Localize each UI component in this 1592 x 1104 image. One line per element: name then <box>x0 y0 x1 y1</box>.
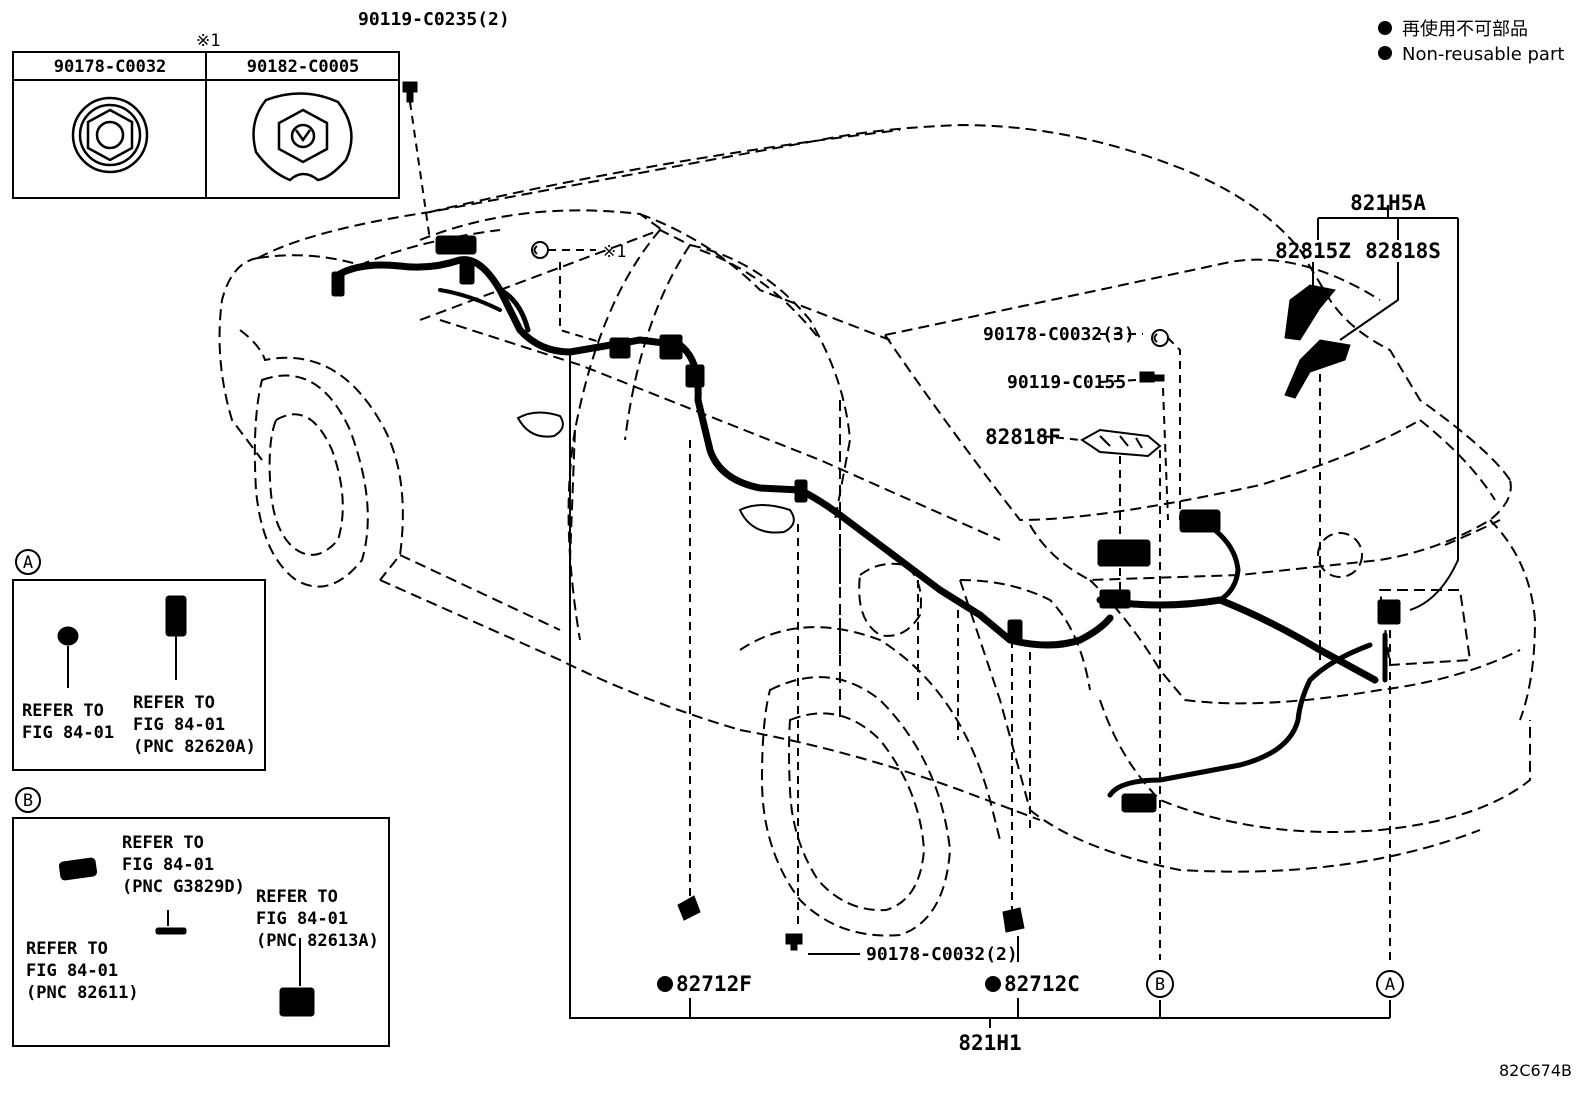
bolt-icons <box>402 81 1165 951</box>
diagram-code: 82C674B <box>1499 1061 1572 1080</box>
inset-a-left-ref-2: FIG 84-01 <box>22 723 114 743</box>
clip-icons <box>531 241 1169 347</box>
inset-b-top-ref-2: FIG 84-01 <box>122 855 214 875</box>
label-82818f: 82818F <box>985 425 1061 449</box>
inset-b-left-ref-2: FIG 84-01 <box>26 961 118 981</box>
inset-b-right-ref-1: REFER TO <box>256 887 338 907</box>
inset-top-marker: ※1 <box>196 31 220 51</box>
inset-b-right-ref-2: FIG 84-01 <box>256 909 348 929</box>
label-82818s: 82818S <box>1365 239 1441 263</box>
legend-dot-icon <box>1378 21 1392 35</box>
inset-b-left-ref-3: (PNC 82611) <box>26 983 139 1003</box>
inset-top-right-part: 90182-C0005 <box>247 57 360 77</box>
label-assembly-main: 821H1 <box>958 1031 1021 1055</box>
inset-b: B REFER TO FIG 84-01 (PNC G3829D) REFER … <box>12 787 390 1047</box>
label-assembly-rear: 821H5A <box>1350 191 1426 215</box>
bracket-82818f-icon <box>1080 428 1162 458</box>
door-handles <box>516 411 795 534</box>
inset-a-right-ref-2: FIG 84-01 <box>133 715 225 735</box>
inset-a-letter: A <box>23 553 33 573</box>
inset-top-left-part: 90178-C0032 <box>54 57 167 77</box>
inset-a-left-ref-1: REFER TO <box>22 701 104 721</box>
inset-b-circle <box>15 787 41 813</box>
label-bolt-top: 90119-C0235(2) <box>358 9 510 30</box>
inset-a-right-ref-3: (PNC 82620A) <box>133 737 256 757</box>
connectors <box>57 235 1401 1017</box>
solid-leaders <box>67 205 1459 1028</box>
label-circle-b: B <box>1155 975 1165 995</box>
inset-a-frame <box>12 579 266 771</box>
leader-lines <box>409 101 1391 960</box>
inset-a-circle <box>15 549 41 575</box>
part-labels: 90119-C0235(2) ※1 821H5A 82815Z 82818S 9… <box>358 9 1572 1080</box>
special-nut-icon <box>252 92 353 182</box>
label-circle-a: A <box>1385 975 1395 995</box>
label-nut-3: 90178-C0032(3) <box>983 324 1135 345</box>
legend-ja: 再使用不可部品 <box>1402 19 1528 40</box>
label-clip-marker: ※1 <box>602 242 626 262</box>
callout-b-circle <box>1146 970 1174 998</box>
label-82712f: 82712F <box>676 972 752 996</box>
inset-a-right-ref-1: REFER TO <box>133 693 215 713</box>
inset-b-top-ref-3: (PNC G3829D) <box>122 877 245 897</box>
nonreusable-dot-icon <box>657 976 673 992</box>
legend-en: Non-reusable part <box>1402 44 1564 65</box>
inset-b-right-ref-3: (PNC 82613A) <box>256 931 379 951</box>
hex-nut-icon <box>71 96 149 174</box>
label-nut-2: 90178-C0032(2) <box>866 944 1018 965</box>
legend: 再使用不可部品 Non-reusable part <box>1378 19 1564 65</box>
nonreusable-dot-icon <box>985 976 1001 992</box>
legend-dot-icon <box>1378 46 1392 60</box>
wire-harness <box>334 256 1388 798</box>
label-82815z: 82815Z <box>1275 239 1351 263</box>
label-bolt-c0155: 90119-C0155 <box>1007 372 1126 393</box>
inset-top: ※1 90178-C0032 90182-C0005 <box>12 31 400 199</box>
label-82712c: 82712C <box>1004 972 1080 996</box>
inset-b-frame <box>12 817 390 1047</box>
callout-a-circle <box>1376 970 1404 998</box>
inset-b-top-ref-1: REFER TO <box>122 833 204 853</box>
inset-a: A REFER TO FIG 84-01 REFER TO FIG 84-01 … <box>12 549 266 771</box>
inset-b-letter: B <box>23 791 33 811</box>
inset-b-left-ref-1: REFER TO <box>26 939 108 959</box>
